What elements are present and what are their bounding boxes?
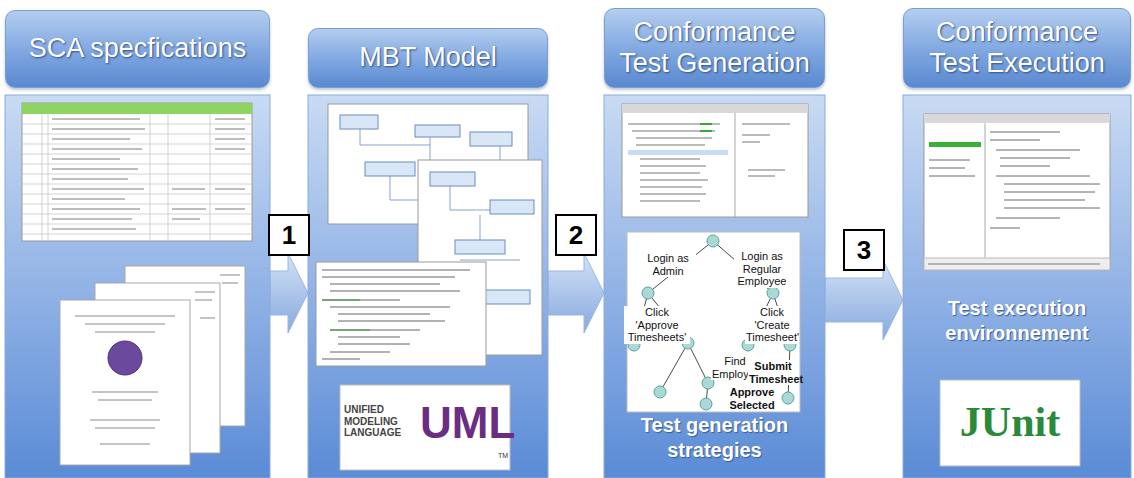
stage-title: Conformance Test Execution bbox=[910, 17, 1124, 79]
flow-arrow bbox=[270, 253, 308, 333]
tool-status bbox=[700, 124, 712, 131]
tool-selection bbox=[628, 150, 728, 155]
uml-class bbox=[490, 200, 534, 214]
code-image bbox=[316, 262, 486, 366]
tree-label: Submit Timesheet bbox=[748, 360, 798, 385]
document-emblem bbox=[108, 341, 142, 375]
tool-list bbox=[628, 124, 790, 201]
stage-title: SCA specfications bbox=[29, 33, 247, 64]
panel-body bbox=[308, 95, 548, 478]
tool-screenshot bbox=[622, 104, 808, 217]
uml-logo bbox=[340, 385, 510, 470]
uml-class bbox=[480, 290, 530, 304]
tree-label: Click 'Create Timesheet' bbox=[745, 306, 799, 344]
tree-node bbox=[767, 287, 779, 299]
logo-letters: UML bbox=[420, 398, 506, 449]
uml-class bbox=[430, 172, 475, 186]
tree-label: Approve Selected bbox=[724, 386, 780, 411]
uml-class bbox=[455, 240, 505, 254]
document-text bbox=[75, 275, 240, 444]
uml-class bbox=[340, 115, 378, 129]
stage-panel: SCA specfications bbox=[5, 10, 270, 478]
panel-body bbox=[604, 95, 825, 478]
flow-arrow bbox=[548, 253, 604, 333]
code-lines bbox=[322, 270, 470, 359]
tree-node bbox=[700, 398, 712, 410]
step-number: 3 bbox=[843, 229, 885, 271]
tree-node bbox=[707, 235, 719, 247]
document-page bbox=[60, 300, 190, 465]
tree-node bbox=[782, 392, 794, 404]
stage-title: MBT Model bbox=[359, 42, 497, 73]
tree-node bbox=[654, 386, 666, 398]
tree-label: Click 'Approve Timesheets' bbox=[624, 306, 690, 344]
stage-caption: Test execution environnement bbox=[903, 296, 1131, 346]
trademark-mark: TM bbox=[497, 452, 509, 460]
flow-arrow bbox=[825, 260, 903, 340]
uml-class bbox=[365, 162, 415, 176]
tool-toolbar bbox=[622, 104, 808, 113]
logo-text: JUnit bbox=[945, 398, 1075, 446]
stage-header: Conformance Test Execution bbox=[903, 8, 1131, 88]
stage-caption: Test generation strategies bbox=[604, 413, 825, 463]
stage-panel: Conformance Test GenerationTest generati… bbox=[604, 8, 825, 478]
ide-code bbox=[929, 132, 1100, 228]
uml-class bbox=[415, 125, 460, 137]
panel-body bbox=[903, 95, 1131, 478]
stage-header: MBT Model bbox=[308, 28, 548, 88]
tree-node bbox=[642, 287, 654, 299]
stage-title: Conformance Test Generation bbox=[611, 17, 818, 79]
stage-header: SCA specfications bbox=[5, 10, 270, 88]
junit-bar bbox=[929, 142, 981, 147]
junit-logo bbox=[940, 380, 1080, 466]
code-lines bbox=[322, 300, 370, 330]
spreadsheet-header bbox=[22, 103, 252, 114]
ide-console-text bbox=[928, 264, 1100, 265]
ide-screenshot bbox=[924, 114, 1110, 270]
step-number: 1 bbox=[268, 214, 310, 256]
tool-divider bbox=[735, 113, 736, 217]
spreadsheet-grid bbox=[22, 114, 252, 241]
ide-console bbox=[924, 258, 1110, 270]
ide-toolbar bbox=[924, 114, 1110, 123]
stage-header: Conformance Test Generation bbox=[604, 8, 825, 88]
logo-text: UNIFIED MODELING LANGUAGE bbox=[344, 404, 418, 439]
ide-divider bbox=[985, 123, 986, 258]
tree-label: Login as Regular Employee bbox=[734, 250, 790, 288]
spreadsheet-text bbox=[52, 119, 245, 229]
spreadsheet-image bbox=[22, 103, 252, 241]
panel-body bbox=[5, 95, 270, 478]
uml-class bbox=[470, 132, 512, 146]
step-number: 2 bbox=[555, 214, 597, 256]
tree-label: Login as Admin bbox=[640, 252, 696, 277]
